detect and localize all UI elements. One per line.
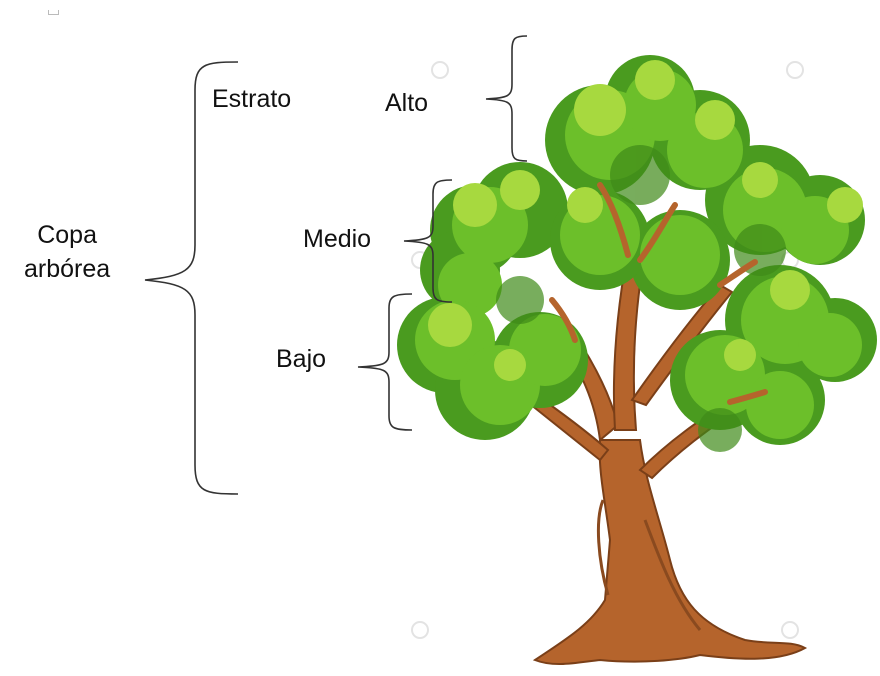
watermark-icon [431,61,449,79]
bracket-alto [485,35,528,162]
alto-label: Alto [385,89,429,117]
bajo-label: Bajo [276,345,327,373]
bracket-medio [403,179,453,303]
watermark-icon [786,61,804,79]
bracket-copa [144,61,239,495]
tree-branches [549,182,768,405]
copa-label-line2: arbórea [24,255,111,283]
medio-label: Medio [303,225,372,253]
corner-mark [48,10,59,15]
copa-label-line1: Copa [37,221,97,249]
brackets [144,35,528,495]
estrato-label: Estrato [212,85,292,113]
watermark-icon [411,621,429,639]
bracket-bajo [357,293,413,431]
watermark-icon [781,621,799,639]
copa-arborea-label: Copa arbórea [24,218,110,286]
tree-foliage [397,55,877,452]
